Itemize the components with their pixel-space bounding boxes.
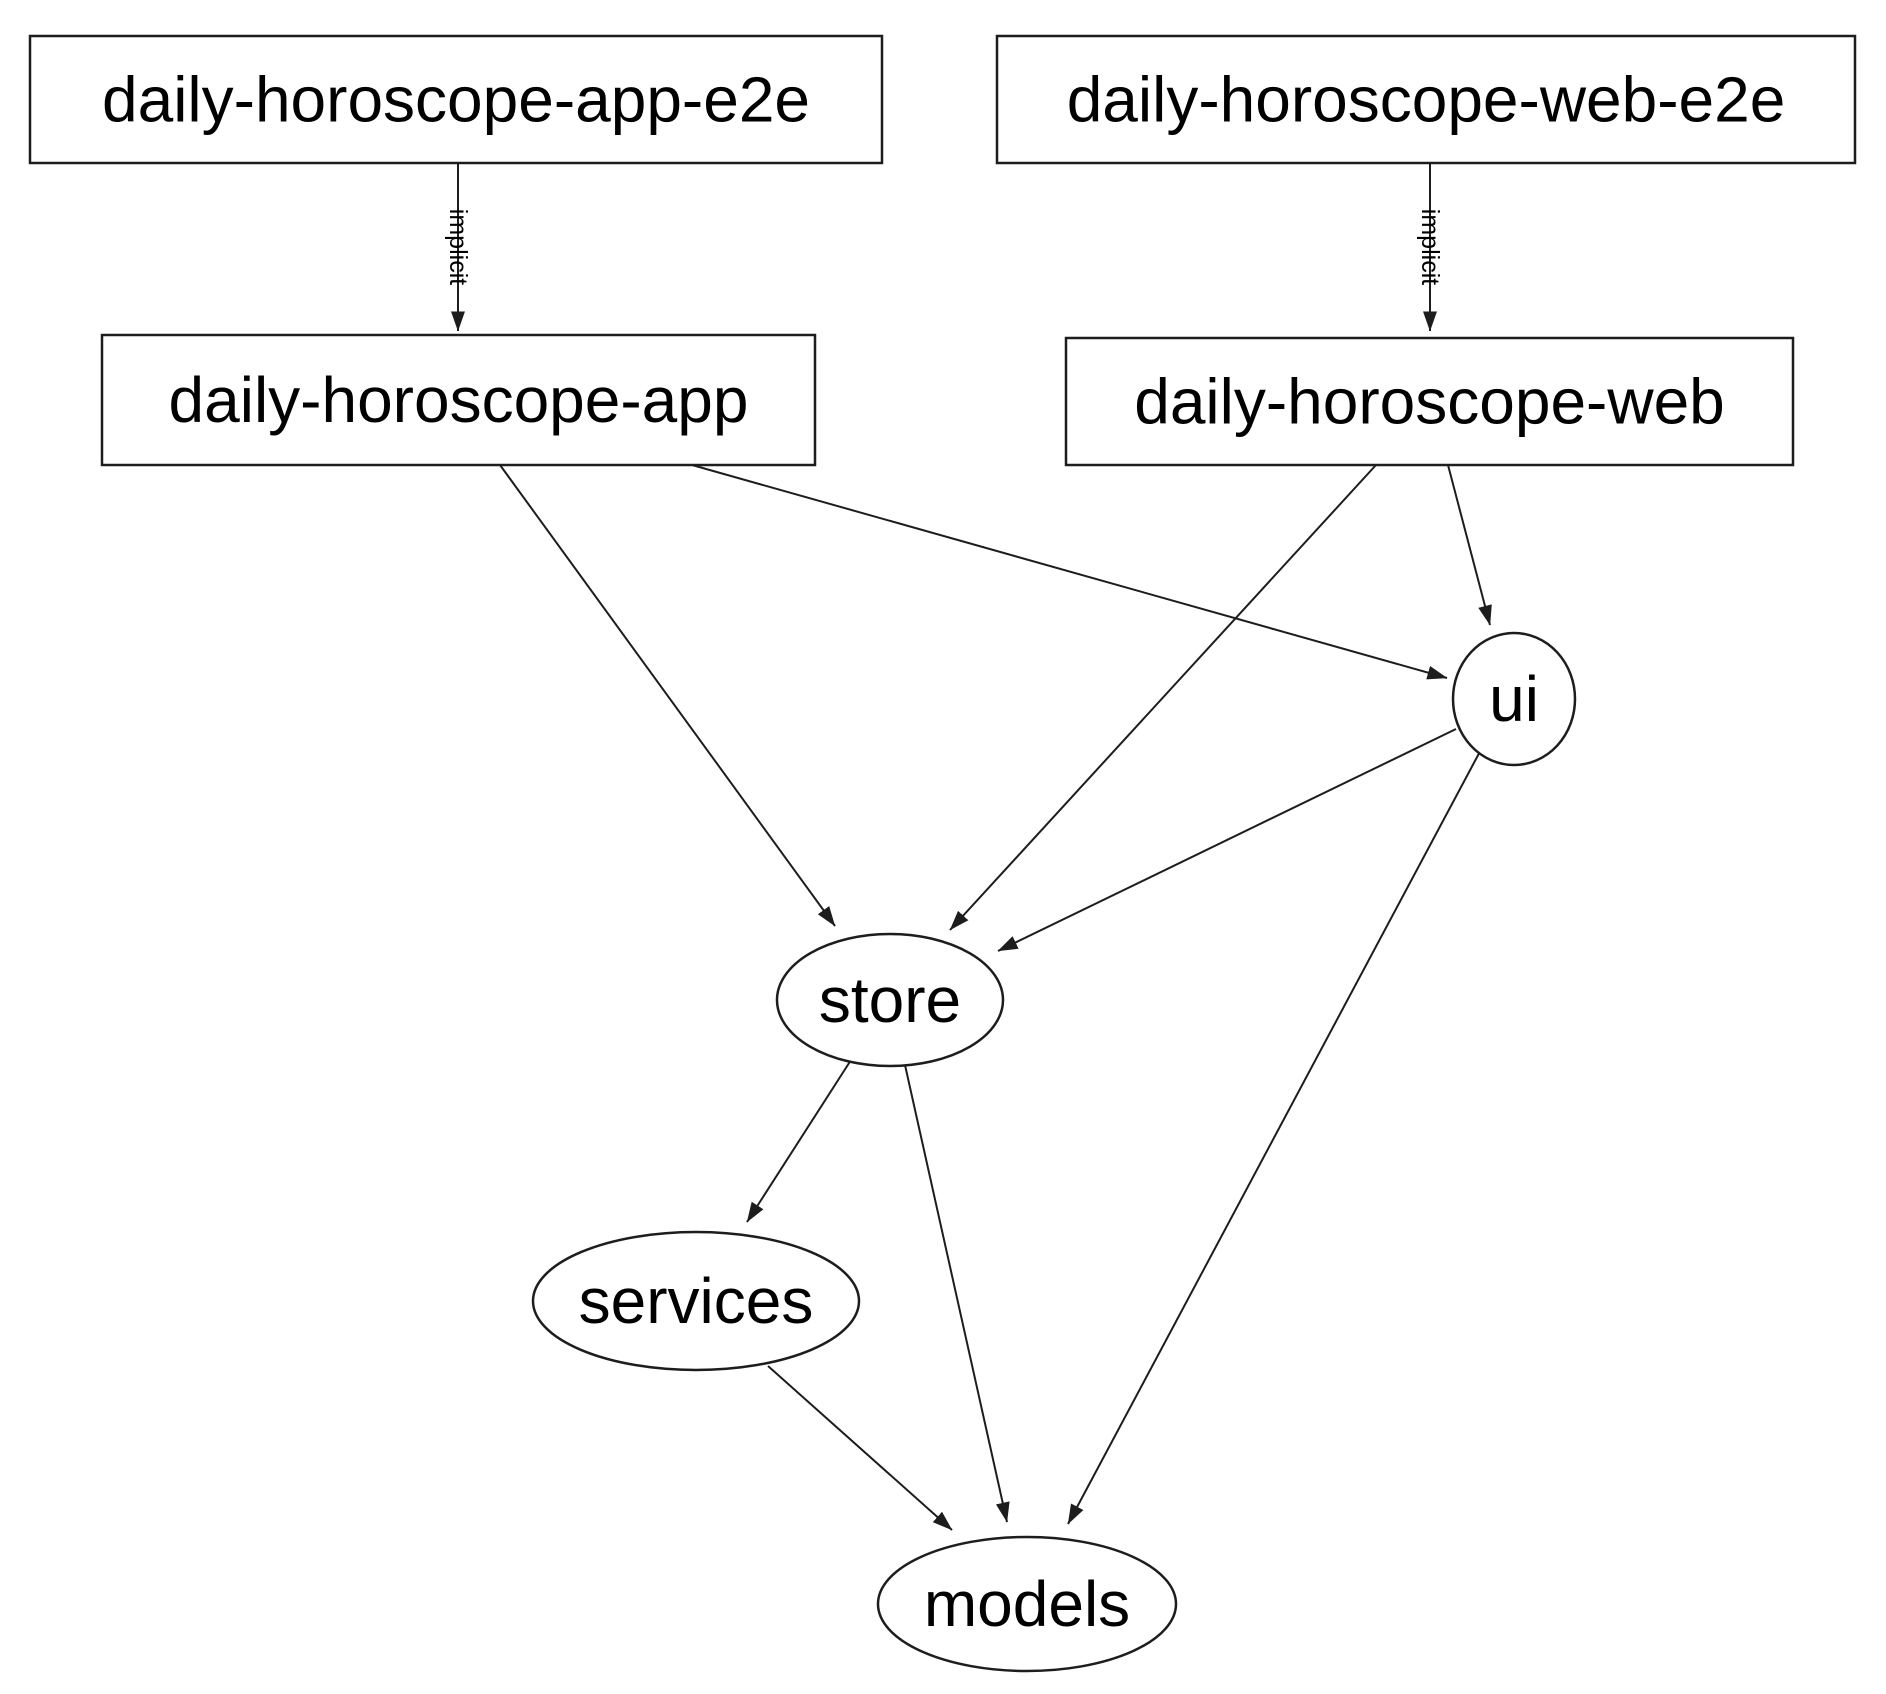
node-daily-horoscope-web-e2e: daily-horoscope-web-e2e [995,34,1857,165]
node-daily-horoscope-app-e2e-label: daily-horoscope-app-e2e [102,64,810,136]
node-daily-horoscope-web-shape [1064,336,1795,467]
edge-store-to-services [746,1059,852,1223]
edge-services-to-models [767,1365,953,1531]
edge-ui-to-models [1067,743,1485,1525]
node-daily-horoscope-web: daily-horoscope-web [1064,336,1795,467]
node-services: services [531,1230,861,1372]
edge-daily-horoscope-app-to-store [499,464,836,927]
node-daily-horoscope-app-shape [100,333,817,467]
edge-daily-horoscope-web-to-store [949,464,1377,931]
edge-label-implicit-daily-horoscope-web-e2e: implicit [1416,209,1444,285]
edge-daily-horoscope-app-to-ui [691,464,1448,680]
edge-label-implicit-daily-horoscope-app-e2e: implicit [444,209,472,285]
node-models-label: models [924,1568,1130,1640]
node-ui: ui [1451,631,1577,767]
node-daily-horoscope-web-label: daily-horoscope-web [1134,366,1725,438]
node-services-shape [531,1230,861,1372]
node-store-shape [775,932,1005,1068]
node-services-label: services [579,1265,814,1337]
node-models: models [876,1535,1178,1673]
node-daily-horoscope-web-e2e-shape [995,34,1857,165]
node-daily-horoscope-app-label: daily-horoscope-app [169,364,749,436]
node-models-shape [876,1535,1178,1673]
edge-ui-to-store [997,728,1457,952]
node-daily-horoscope-app-e2e-shape [28,34,884,165]
edge-daily-horoscope-web-to-ui [1447,464,1492,626]
edge-store-to-models [904,1064,1010,1523]
node-daily-horoscope-app-e2e: daily-horoscope-app-e2e [28,34,884,165]
node-store: store [775,932,1005,1068]
node-ui-label: ui [1489,663,1539,735]
node-daily-horoscope-app: daily-horoscope-app [100,333,817,467]
node-store-label: store [819,964,961,1036]
node-ui-shape [1451,631,1577,767]
node-daily-horoscope-web-e2e-label: daily-horoscope-web-e2e [1067,64,1786,136]
